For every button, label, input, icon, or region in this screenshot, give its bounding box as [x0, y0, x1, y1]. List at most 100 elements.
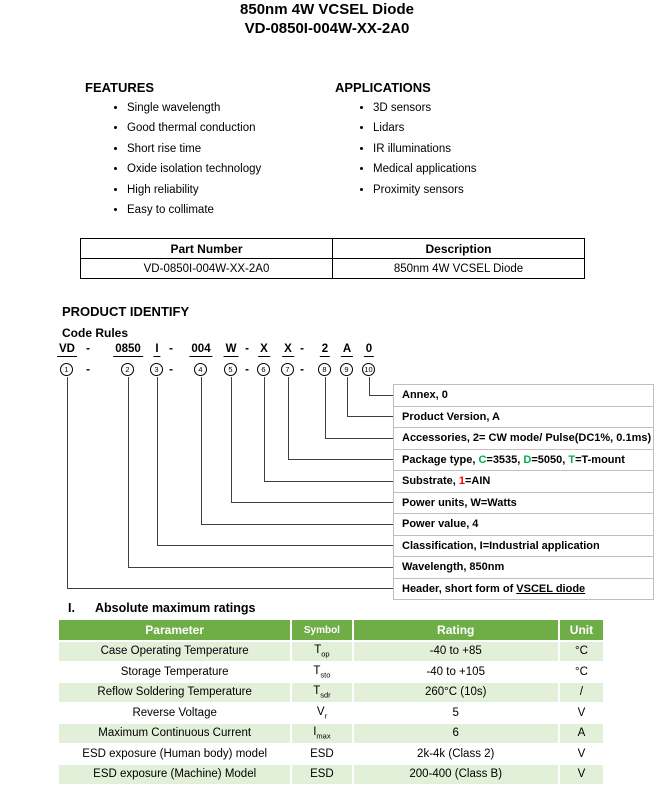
connector-line-10 — [369, 377, 393, 396]
code-token: VD — [57, 343, 77, 357]
code-label-row-2: Product Version, A — [394, 405, 653, 428]
code-token: X — [282, 343, 294, 357]
code-label-segment: Accessories, 2= CW mode/ Pulse(DC1%, 0.1… — [402, 432, 652, 444]
code-label-segment: D — [523, 453, 532, 466]
application-item: Medical applications — [373, 159, 613, 179]
code-dash: - — [86, 343, 90, 355]
code-label-segment: Header, short form of — [402, 582, 517, 595]
rating-cell: 2k-4k (Class 2) — [353, 744, 558, 763]
code-rules-diagram: Annex, 0 Product Version, A Accessories, 2… — [0, 340, 654, 606]
code-label-segment: C — [478, 453, 487, 466]
rating-cell: 5 — [353, 703, 558, 722]
feature-item: Single wavelength — [127, 98, 367, 118]
code-token: 0850 — [113, 343, 143, 357]
parameter-cell: Case Operating Temperature — [59, 642, 291, 661]
application-item: Lidars — [373, 118, 613, 138]
code-dash: - — [169, 343, 173, 355]
code-label-segment: Product Version, A — [402, 410, 501, 423]
rating-cell: 6 — [353, 724, 558, 743]
circle-row-dash: - — [300, 364, 304, 376]
circled-number-9: 9 — [340, 363, 353, 376]
connector-line-7 — [288, 377, 393, 460]
connector-line-5 — [231, 377, 393, 503]
code-label-row-7: Power value, 4 — [394, 513, 653, 535]
code-label-row-4: Package type, C=3535, D=5050, T=T-mount — [394, 448, 653, 471]
ratings-header-parameter: Parameter — [59, 620, 291, 640]
code-token: X — [258, 343, 270, 357]
code-label-row-1: Annex, 0 — [394, 385, 653, 406]
connector-line-2 — [128, 377, 393, 568]
circled-number-2: 2 — [121, 363, 134, 376]
circled-number-8: 8 — [318, 363, 331, 376]
circled-number-5: 5 — [224, 363, 237, 376]
rating-cell: -40 to +105 — [353, 662, 558, 681]
feature-item: Easy to collimate — [127, 200, 367, 220]
circled-number-7: 7 — [281, 363, 294, 376]
code-label-row-5: Substrate, 1=AIN — [394, 470, 653, 492]
unit-cell: V — [559, 744, 603, 763]
code-dash: - — [245, 343, 249, 355]
ratings-section-heading: Absolute maximum ratings — [95, 601, 256, 615]
symbol-main: ESD — [310, 768, 334, 781]
unit-cell: °C — [559, 642, 603, 661]
code-token: 2 — [319, 343, 331, 357]
features-list: Single wavelengthGood thermal conduction… — [85, 98, 367, 220]
ratings-header-rating: Rating — [353, 620, 558, 640]
title-line-1: 850nm 4W VCSEL Diode — [240, 1, 414, 18]
unit-cell: A — [559, 724, 603, 743]
parameter-cell: ESD exposure (Machine) Model — [59, 765, 291, 784]
code-label-segment: Annex, 0 — [402, 389, 448, 401]
symbol-main: V — [316, 705, 325, 718]
connector-line-4 — [201, 377, 393, 525]
circled-number-4: 4 — [194, 363, 207, 376]
symbol-main: ESD — [310, 747, 334, 760]
code-dash: - — [300, 343, 304, 355]
code-token: W — [223, 343, 239, 357]
circle-row-dash: - — [245, 364, 249, 376]
connector-line-1 — [67, 377, 393, 589]
product-identify-heading: PRODUCT IDENTIFY — [62, 304, 190, 319]
title-line-2: VD-0850I-004W-XX-2A0 — [244, 20, 410, 37]
ratings-header-unit: Unit — [559, 620, 603, 640]
symbol-main: T — [313, 664, 321, 677]
applications-heading: APPLICATIONS — [335, 80, 431, 95]
code-token: I — [153, 343, 161, 357]
feature-item: Good thermal conduction — [127, 118, 367, 138]
circle-row-dash: - — [169, 364, 173, 376]
code-label-row-6: Power units, W=Watts — [394, 491, 653, 514]
applications-list: 3D sensorsLidarsIR illuminationsMedical … — [335, 98, 613, 200]
circled-number-3: 3 — [150, 363, 163, 376]
part-table-header-cell: Part Number — [80, 238, 333, 259]
circled-number-10: 10 — [362, 363, 375, 376]
features-heading: FEATURES — [85, 80, 155, 95]
symbol-cell: Tsto — [292, 662, 352, 681]
part-table-cell: VD-0850I-004W-XX-2A0 — [80, 258, 333, 279]
code-label-segment: =AIN — [464, 475, 491, 487]
code-label-segment: 1 — [458, 475, 465, 487]
rating-cell: 260°C (10s) — [353, 683, 558, 702]
code-label-row-8: Classification, I=Industrial application — [394, 534, 653, 557]
feature-item: Oxide isolation technology — [127, 159, 367, 179]
code-token: 004 — [189, 343, 213, 357]
parameter-cell: ESD exposure (Human body) model — [59, 744, 291, 763]
symbol-subscript: r — [324, 710, 328, 720]
symbol-subscript: max — [316, 731, 331, 741]
code-label-segment: VSCEL diode — [516, 582, 586, 595]
symbol-cell: Tsdr — [292, 683, 352, 702]
rating-cell: -40 to +85 — [353, 642, 558, 661]
symbol-cell: ESD — [292, 744, 352, 763]
code-token: 0 — [363, 343, 375, 357]
feature-item: High reliability — [127, 180, 367, 200]
part-table-cell: 850nm 4W VCSEL Diode — [332, 258, 585, 279]
application-item: IR illuminations — [373, 139, 613, 159]
ratings-section-number: I. — [68, 601, 75, 615]
connector-line-6 — [264, 377, 393, 482]
code-label-segment: Package type, — [402, 453, 479, 466]
